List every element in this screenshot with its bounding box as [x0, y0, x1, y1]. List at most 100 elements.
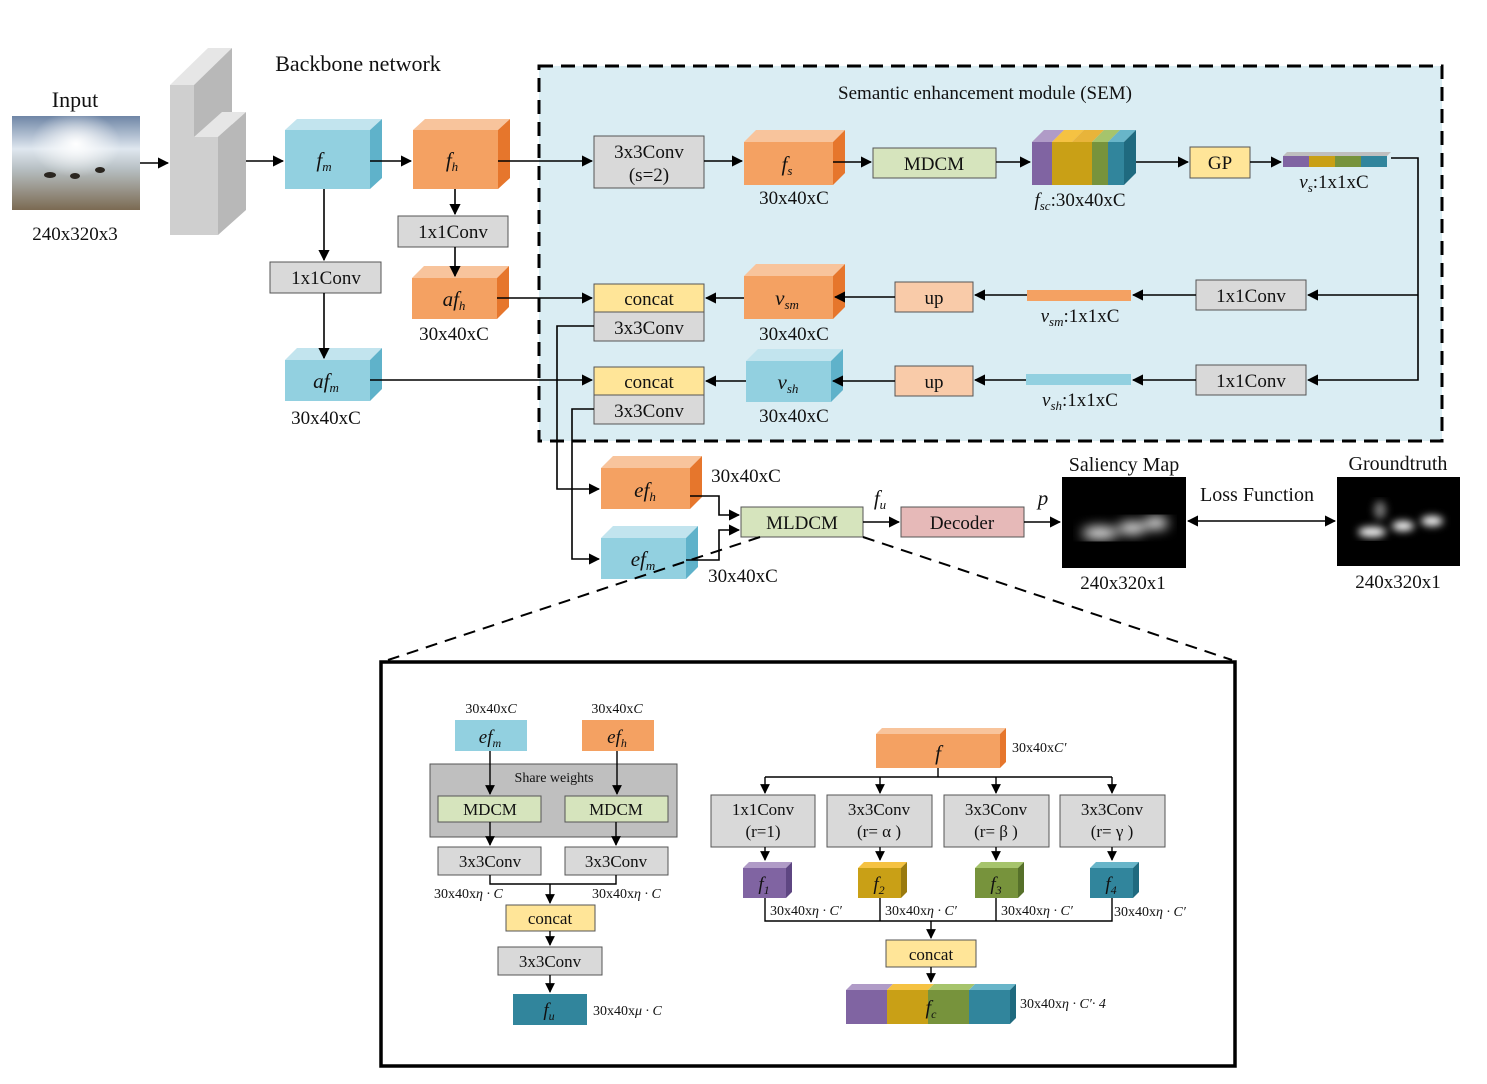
detail-eta-dim2: 30x40xη · C: [592, 887, 661, 902]
efm-label: efm: [631, 547, 656, 573]
concat-sh-label: concat: [624, 372, 674, 393]
detail-right-concat-box: [885, 939, 977, 968]
detail-f2-label: f2: [873, 874, 884, 897]
branch2-line2: (r= α ): [857, 822, 901, 841]
share-weights-label: Share weights: [515, 771, 594, 786]
main-arrows: [140, 155, 1419, 565]
detail-efm-box: [455, 720, 527, 751]
detail-fc-label: fc: [926, 997, 938, 1021]
detail-concat-label: concat: [528, 909, 573, 928]
conv1x1-fh-box: [397, 215, 509, 248]
afm-block: [285, 348, 382, 401]
mldcm-label: MLDCM: [766, 513, 838, 534]
branch3-line2: (r= β ): [974, 822, 1018, 841]
detail-fu-box: [513, 994, 587, 1025]
detail-conv2-label: 3x3Conv: [585, 852, 648, 871]
detail-branch-boxes: [710, 794, 1166, 848]
detail-fc-dim: 30x40xη · C′· 4: [1020, 997, 1106, 1012]
decoder-label: Decoder: [930, 513, 995, 534]
fh-label: fh: [446, 148, 458, 174]
vsm-vector: [1027, 290, 1131, 301]
input-title: Input: [52, 87, 98, 112]
detail-right-arrows: [760, 768, 1117, 983]
detail-f-label: f: [935, 741, 944, 765]
conv3x3-s2-line2: (s=2): [629, 165, 669, 186]
saliency-title: Saliency Map: [1069, 454, 1180, 476]
saliency-image: [1062, 477, 1186, 568]
afm-label: afm: [313, 369, 339, 395]
detail-efm-dim: 30x40xC: [465, 702, 517, 717]
vs-label: vs:1x1xC: [1299, 172, 1368, 195]
branch4-line1: 3x3Conv: [1081, 800, 1144, 819]
detail-fc-block: [846, 984, 1016, 1024]
detail-f3-block: [975, 862, 1024, 898]
branch1-line2: (r=1): [745, 822, 780, 841]
conv1x1-sm-label: 1x1Conv: [1216, 286, 1286, 307]
afh-label: afh: [443, 287, 466, 313]
conv3x3-sh-label: 3x3Conv: [614, 401, 684, 422]
efm-block: [601, 526, 698, 579]
vsh-dim: 30x40xC: [759, 406, 829, 427]
detail-conv3-box: [497, 946, 603, 976]
concat-sm-label: concat: [624, 289, 674, 310]
detail-right-concat-label: concat: [909, 945, 954, 964]
detail-mdcm1-box: [437, 795, 542, 823]
branch1-line1: 1x1Conv: [732, 800, 795, 819]
saliency-dim: 240x320x1: [1080, 573, 1166, 594]
detail-mu-dim: 30x40xμ · C: [593, 1004, 663, 1019]
efh-block: [601, 456, 702, 509]
fs-block: [744, 130, 845, 185]
up-sh-box: [894, 365, 974, 397]
up-sh-label: up: [925, 372, 944, 393]
fsc-block: [1032, 130, 1136, 185]
input-dim: 240x320x3: [32, 224, 118, 245]
vs-vector: [1283, 152, 1391, 167]
groundtruth-image: [1337, 477, 1460, 566]
fs-label: fs: [782, 152, 793, 178]
afh-dim: 30x40xC: [419, 324, 489, 345]
detail-mdcm2-label: MDCM: [589, 800, 643, 819]
conv1x1-fm-label: 1x1Conv: [291, 268, 361, 289]
mdcm-label: MDCM: [904, 154, 964, 175]
vsh-vector-label: vsh:1x1xC: [1042, 390, 1118, 413]
conv1x1-fh-label: 1x1Conv: [418, 222, 488, 243]
backbone-title: Backbone network: [275, 51, 441, 76]
branch2-line1: 3x3Conv: [848, 800, 911, 819]
detail-conv2-box: [564, 846, 669, 876]
fm-block: [285, 119, 382, 189]
fsc-label: fsc:30x40xC: [1034, 190, 1125, 213]
detail-efm-label: efm: [479, 727, 502, 750]
fh-block: [413, 119, 510, 189]
gp-box: [1189, 146, 1251, 179]
input-image: [12, 116, 140, 210]
detail-b3-dim: 30x40xη · C′: [1001, 904, 1074, 919]
conv1x1-sh-label: 1x1Conv: [1216, 371, 1286, 392]
detail-f-dim: 30x40xC′: [1012, 741, 1067, 756]
detail-efh-dim: 30x40xC: [591, 702, 643, 717]
afm-dim: 30x40xC: [291, 408, 361, 429]
detail-conv1-label: 3x3Conv: [459, 852, 522, 871]
detail-b2-dim: 30x40xη · C′: [885, 904, 958, 919]
vsm-label: vsm: [775, 286, 799, 312]
conv1x1-fm-box: [269, 261, 382, 294]
efh-dim: 30x40xC: [711, 466, 781, 487]
concat-sh-box: [593, 366, 705, 396]
detail-f2-block: [858, 862, 907, 898]
sem-title: Semantic enhancement module (SEM): [838, 83, 1132, 104]
conv3x3-sm-label: 3x3Conv: [614, 318, 684, 339]
gp-label: GP: [1208, 153, 1232, 174]
groundtruth-dim: 240x320x1: [1355, 572, 1441, 593]
fu-label: fu: [874, 486, 887, 512]
groundtruth-title: Groundtruth: [1349, 453, 1448, 475]
conv1x1-sh-box: [1195, 364, 1307, 396]
conv3x3-s2-box: [593, 135, 705, 189]
detail-conv3-label: 3x3Conv: [519, 952, 582, 971]
detail-b4-dim: 30x40xη · C′: [1114, 905, 1187, 920]
detail-left-arrows: [485, 751, 622, 993]
detail-efh-box: [582, 720, 654, 751]
detail-efh-label: efh: [607, 727, 627, 750]
fs-dim: 30x40xC: [759, 188, 829, 209]
vsh-vector: [1026, 374, 1131, 385]
vsh-label: vsh: [778, 370, 799, 396]
efh-label: efh: [634, 478, 656, 504]
